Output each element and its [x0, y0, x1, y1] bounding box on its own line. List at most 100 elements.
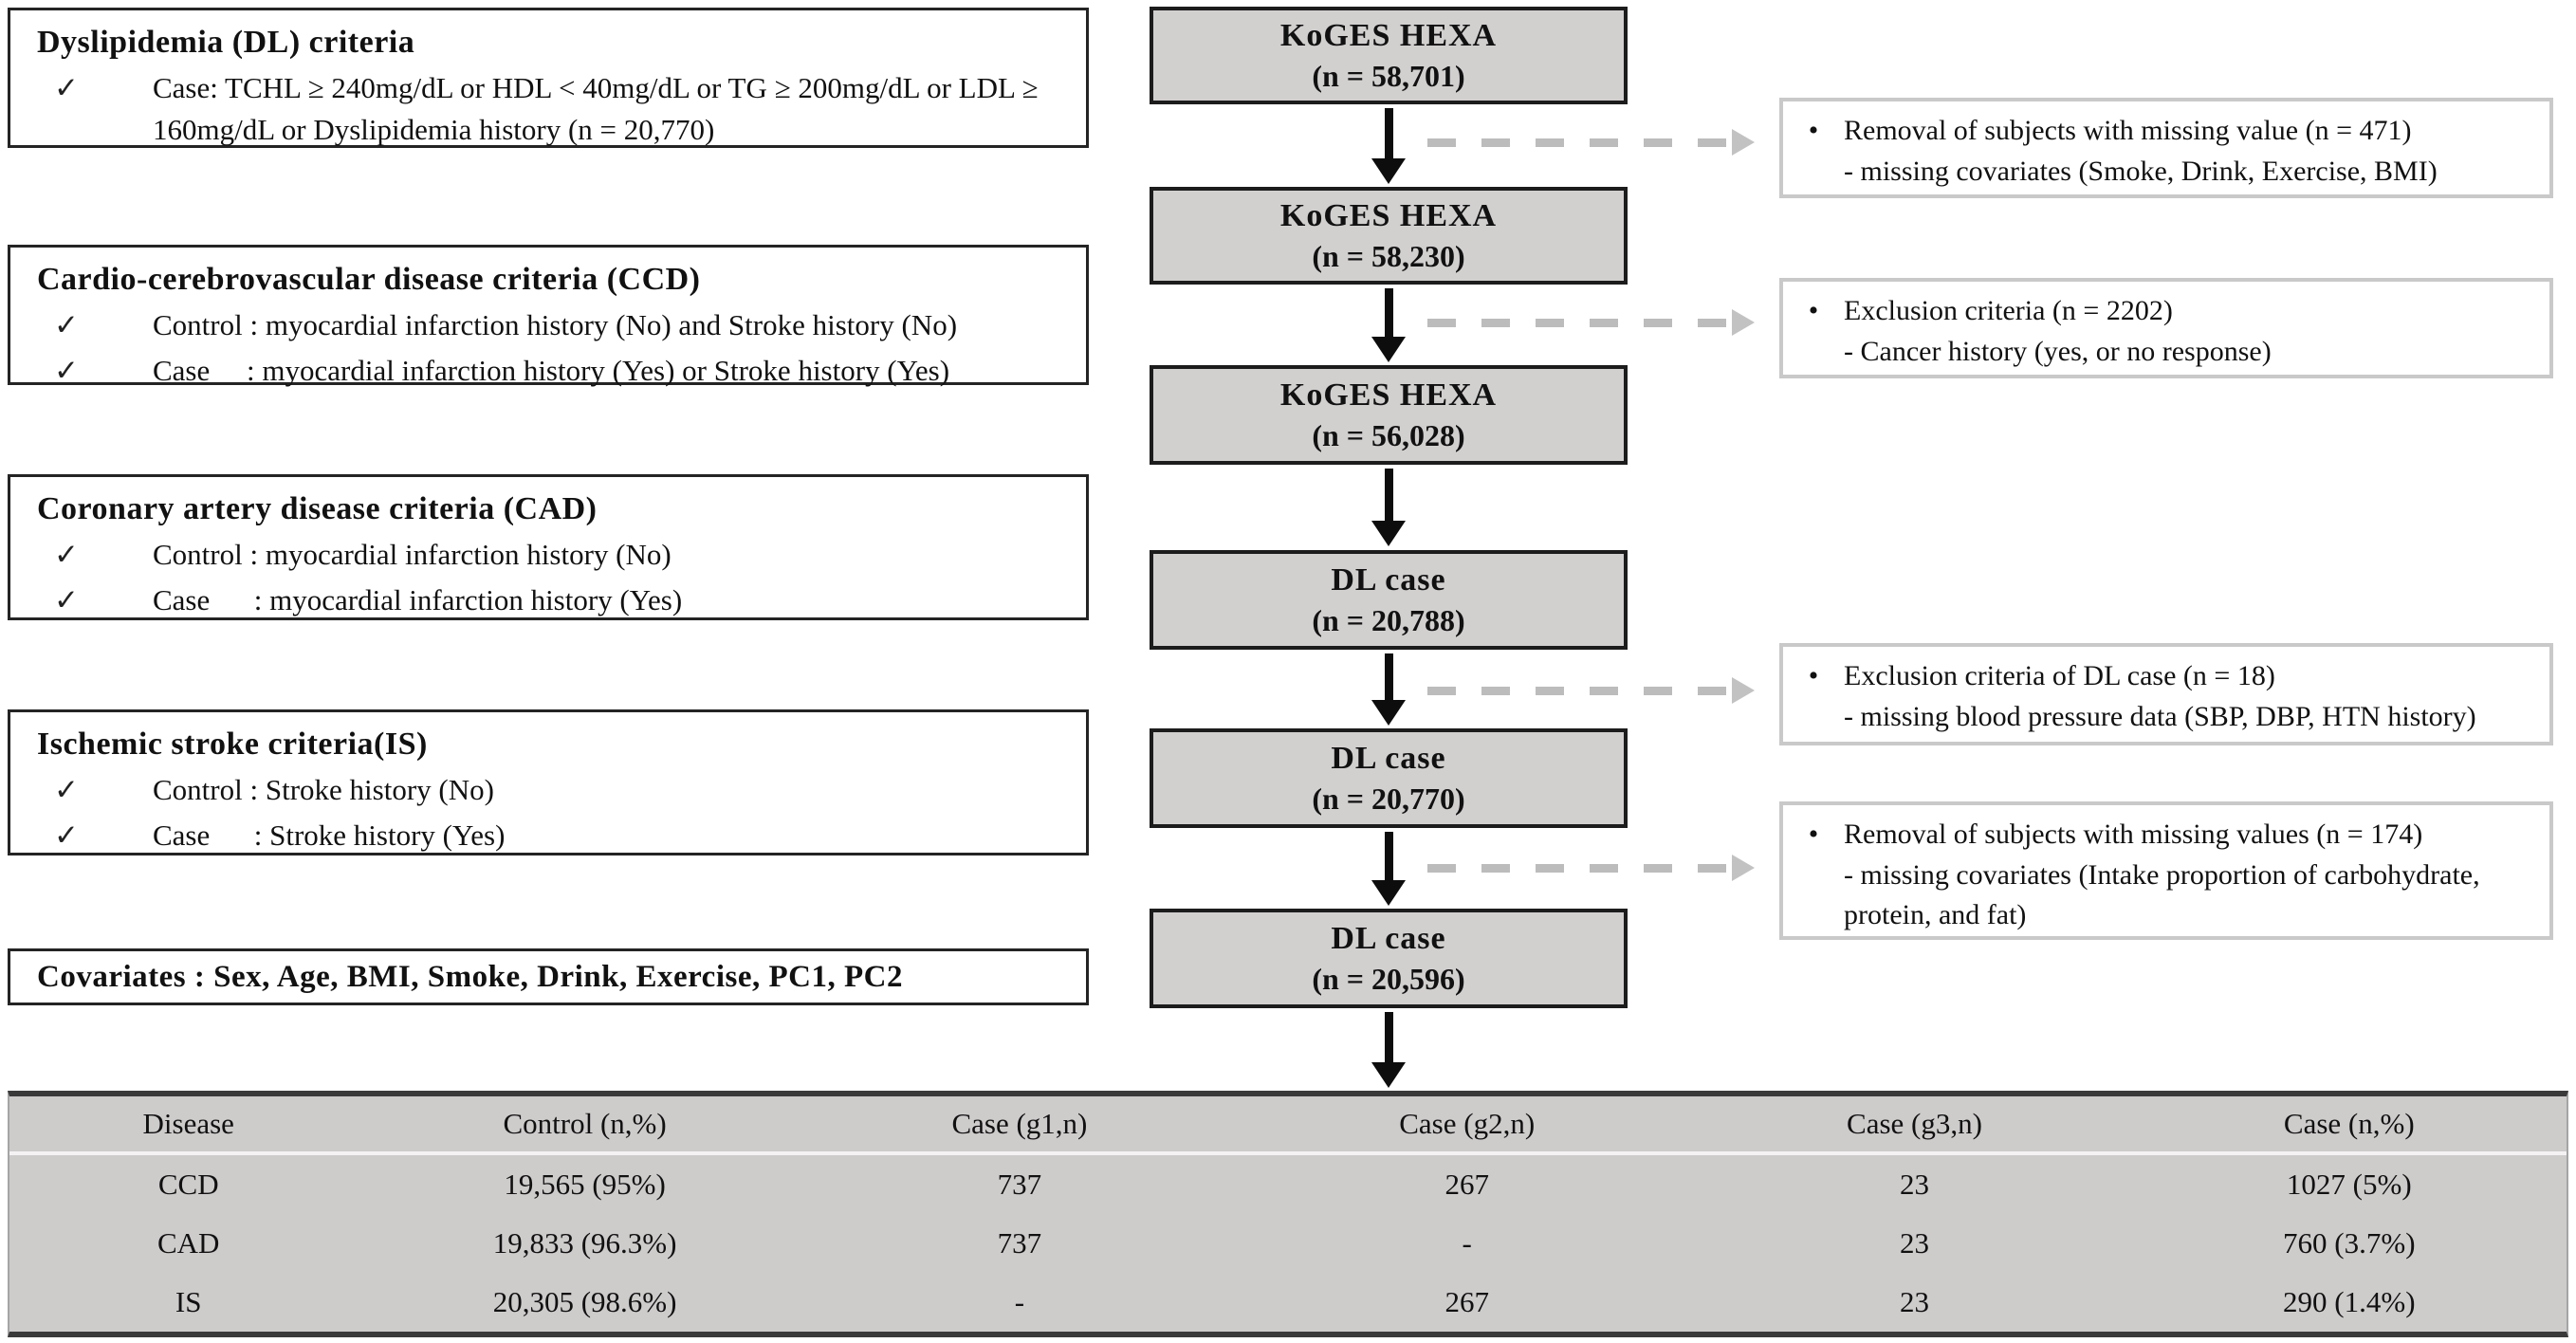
table-cell: 737	[997, 1226, 1042, 1260]
criteria-title: Cardio-cerebrovascular disease criteria …	[37, 262, 701, 297]
flow-box-title: DL case	[1331, 921, 1446, 957]
criteria-title: Coronary artery disease criteria (CAD)	[37, 491, 598, 526]
table-cell: 760 (3.7%)	[2283, 1226, 2416, 1260]
note-line2: - missing blood pressure data (SBP, DBP,…	[1844, 700, 2476, 732]
flow-box-title: KoGES HEXA	[1279, 18, 1498, 54]
table-cell: 23	[1899, 1168, 1929, 1201]
bullet-icon: •	[1808, 295, 1819, 326]
criteria-item: ✓ Control : Stroke history (No)	[10, 769, 1086, 811]
note-box-exclusion-dl-18: • Exclusion criteria of DL case (n = 18)…	[1779, 643, 2553, 745]
table-cell: -	[1462, 1226, 1472, 1260]
table-header-case-g2: Case (g2,n)	[1399, 1107, 1536, 1140]
checkmark-icon: ✓	[54, 773, 79, 807]
arrow-down-icon	[1371, 832, 1406, 906]
note-line2: - missing covariates (Intake proportion …	[1844, 858, 2480, 931]
flow-box-n: (n = 58,701)	[1312, 58, 1465, 93]
note-line1: Removal of subjects with missing values …	[1844, 819, 2423, 850]
table-cell: 20,305 (98.6%)	[492, 1285, 677, 1318]
table-cell: 267	[1444, 1168, 1489, 1201]
table-header-separator	[9, 1151, 2567, 1155]
criteria-item-text: Case : Stroke history (Yes)	[153, 819, 506, 853]
table-cell: 737	[997, 1168, 1042, 1201]
table-cell: CAD	[156, 1226, 220, 1260]
note-box-missing-value-471: • Removal of subjects with missing value…	[1779, 98, 2553, 198]
criteria-item-text: Case: TCHL ≥ 240mg/dL or HDL < 40mg/dL o…	[153, 71, 1039, 147]
flow-box-title: DL case	[1331, 562, 1446, 598]
note-line1: Removal of subjects with missing value (…	[1844, 115, 2412, 146]
flow-box-koges-hexa-1: KoGES HEXA (n = 58,701)	[1150, 7, 1628, 104]
table-header-disease: Disease	[142, 1107, 234, 1140]
dashed-arrow-right-icon	[1427, 128, 1755, 156]
flow-box-dl-case-1: DL case (n = 20,788)	[1150, 550, 1628, 650]
table-cell: -	[1014, 1285, 1025, 1318]
criteria-box-cad: Coronary artery disease criteria (CAD) ✓…	[8, 474, 1089, 620]
flow-box-koges-hexa-3: KoGES HEXA (n = 56,028)	[1150, 365, 1628, 465]
table-header-control: Control (n,%)	[503, 1107, 667, 1140]
flow-box-n: (n = 20,770)	[1312, 781, 1465, 816]
checkmark-icon: ✓	[54, 71, 79, 105]
note-line1: Exclusion criteria (n = 2202)	[1844, 295, 2173, 326]
table-row-is: IS 20,305 (98.6%) - 267 23 290 (1.4%)	[9, 1273, 2567, 1332]
criteria-title: Dyslipidemia (DL) criteria	[37, 25, 415, 60]
criteria-item-text: Case : myocardial infarction history (Ye…	[153, 354, 950, 388]
table-row-ccd: CCD 19,565 (95%) 737 267 23 1027 (5%)	[9, 1155, 2567, 1214]
criteria-item-text: Control : myocardial infarction history …	[153, 308, 958, 342]
table-cell: CCD	[157, 1168, 219, 1201]
criteria-box-ccd: Cardio-cerebrovascular disease criteria …	[8, 245, 1089, 387]
bullet-icon: •	[1808, 660, 1819, 691]
criteria-item: ✓ Case: TCHL ≥ 240mg/dL or HDL < 40mg/dL…	[10, 67, 1086, 151]
criteria-title: Ischemic stroke criteria(IS)	[37, 727, 428, 762]
checkmark-icon: ✓	[54, 819, 79, 853]
dashed-arrow-right-icon	[1427, 308, 1755, 337]
criteria-box-dyslipidemia: Dyslipidemia (DL) criteria ✓ Case: TCHL …	[8, 8, 1089, 148]
flow-box-koges-hexa-2: KoGES HEXA (n = 58,230)	[1150, 187, 1628, 285]
covariates-box: Covariates : Sex, Age, BMI, Smoke, Drink…	[8, 948, 1089, 1005]
bullet-icon: •	[1808, 115, 1819, 146]
flow-box-n: (n = 56,028)	[1312, 417, 1465, 452]
criteria-box-ischemic-stroke: Ischemic stroke criteria(IS) ✓ Control :…	[8, 709, 1089, 855]
table-row-cad: CAD 19,833 (96.3%) 737 - 23 760 (3.7%)	[9, 1214, 2567, 1273]
table-header-row: Disease Control (n,%) Case (g1,n) Case (…	[9, 1096, 2567, 1151]
checkmark-icon: ✓	[54, 583, 79, 617]
covariates-text: Covariates : Sex, Age, BMI, Smoke, Drink…	[37, 959, 903, 994]
table-cell: 290 (1.4%)	[2283, 1285, 2416, 1318]
flow-box-n: (n = 20,788)	[1312, 602, 1465, 637]
table-cell: 267	[1444, 1285, 1489, 1318]
arrow-down-icon	[1371, 108, 1406, 184]
criteria-item-text: Control : Stroke history (No)	[153, 773, 494, 807]
flow-box-n: (n = 58,230)	[1312, 238, 1465, 273]
flow-box-dl-case-3: DL case (n = 20,596)	[1150, 909, 1628, 1008]
table-cell: 23	[1899, 1285, 1929, 1318]
arrow-down-icon	[1371, 1012, 1406, 1088]
table-header-case-total: Case (n,%)	[2283, 1107, 2415, 1140]
criteria-item: ✓ Case : Stroke history (Yes)	[10, 815, 1086, 856]
note-line2: - Cancer history (yes, or no response)	[1844, 335, 2272, 367]
table-cell: 23	[1899, 1226, 1929, 1260]
dashed-arrow-right-icon	[1427, 676, 1755, 705]
arrow-down-icon	[1371, 288, 1406, 362]
flow-box-title: KoGES HEXA	[1279, 198, 1498, 234]
criteria-item: ✓ Case : myocardial infarction history (…	[10, 350, 1086, 392]
arrow-down-icon	[1371, 653, 1406, 726]
criteria-item-text: Control : myocardial infarction history …	[153, 538, 672, 572]
table-cell: 19,833 (96.3%)	[492, 1226, 677, 1260]
arrow-down-icon	[1371, 469, 1406, 546]
checkmark-icon: ✓	[54, 354, 79, 388]
flow-box-n: (n = 20,596)	[1312, 961, 1465, 996]
note-line1: Exclusion criteria of DL case (n = 18)	[1844, 660, 2275, 691]
note-line2: - missing covariates (Smoke, Drink, Exer…	[1844, 155, 2438, 187]
table-header-case-g3: Case (g3,n)	[1847, 1107, 1982, 1140]
criteria-item: ✓ Control : myocardial infarction histor…	[10, 304, 1086, 346]
flow-box-title: KoGES HEXA	[1279, 377, 1498, 414]
criteria-item: ✓ Control : myocardial infarction histor…	[10, 534, 1086, 576]
summary-table: Disease Control (n,%) Case (g1,n) Case (…	[8, 1091, 2568, 1337]
checkmark-icon: ✓	[54, 308, 79, 342]
dashed-arrow-right-icon	[1427, 854, 1755, 882]
table-header-case-g1: Case (g1,n)	[951, 1107, 1088, 1140]
checkmark-icon: ✓	[54, 538, 79, 572]
criteria-item: ✓ Case : myocardial infarction history (…	[10, 580, 1086, 621]
bullet-icon: •	[1808, 819, 1819, 850]
table-cell: 19,565 (95%)	[504, 1168, 666, 1201]
note-box-missing-values-174: • Removal of subjects with missing value…	[1779, 801, 2553, 940]
